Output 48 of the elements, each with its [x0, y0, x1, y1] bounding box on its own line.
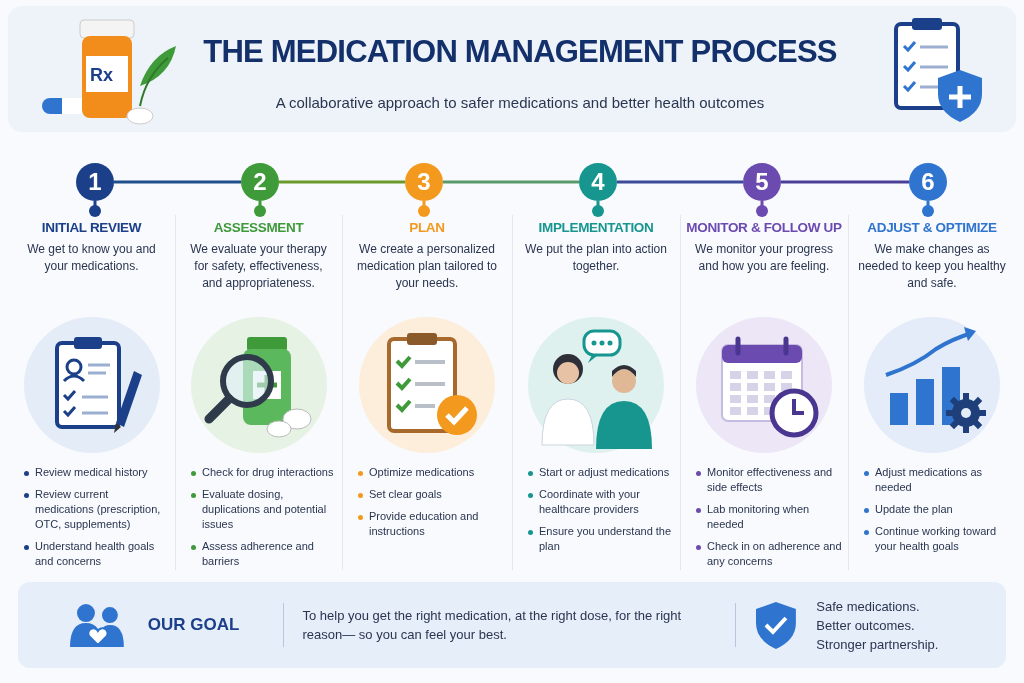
connector-line	[254, 201, 266, 217]
bullet-text: Start or adjust medications	[539, 465, 670, 480]
connector-line	[279, 180, 405, 184]
step-heading: ADJUST & OPTIMIZE	[867, 219, 997, 237]
step-heading: ASSESSMENT	[213, 219, 304, 237]
bullet-text: Lab monitoring when needed	[707, 502, 811, 532]
bullet-text: Assess adherence and barriers	[202, 539, 315, 569]
goal-heading: OUR GOAL	[147, 614, 240, 637]
step-heading: INITIAL REVIEW	[41, 219, 142, 237]
connector-line	[418, 201, 430, 217]
bullet-text: Monitor effectiveness and side effects	[707, 465, 834, 495]
title: THE MEDICATION MANAGEMENT PROCESS	[202, 33, 838, 71]
bullet-text: Check in on adherence and any concerns	[707, 539, 842, 569]
bullet-text: Coordinate with your healthcare providers	[539, 487, 641, 517]
step-description: We make changes as needed to keep you healthy and safe.	[857, 241, 1007, 292]
connector-line	[114, 180, 241, 184]
bullet-text: Update the plan	[875, 502, 953, 517]
goal-tagline: Safe medications. Better outcomes. Stronger partnership.	[816, 597, 940, 654]
bullet-text: Review current medications (prescription, OTC, supplements)	[35, 487, 162, 532]
connector-line	[443, 180, 579, 184]
bullet-text: Provide education and instructions	[369, 509, 480, 539]
bullet-text: Evaluate dosing, duplications and potential issues	[202, 487, 328, 532]
step-description: We get to know you and your medications.	[26, 241, 157, 275]
goal-statement: To help you get the right medication, at the right dose, for the right reason— so you can feel your best.	[302, 607, 683, 644]
rx-label: Rx	[90, 64, 113, 87]
step-description: We evaluate your therapy for safety, effectiveness, and appropriateness.	[189, 241, 328, 292]
bullet-text: Ensure you understand the plan	[539, 524, 673, 554]
subtitle: A collaborative approach to safer medications and better health outcomes	[274, 93, 766, 113]
bullet-text: Adjust medications as needed	[875, 465, 983, 495]
bullet-text: Set clear goals	[369, 487, 442, 502]
step-heading: IMPLEMENTATION	[538, 219, 654, 237]
step-description: We create a personalized medication plan tailored to your needs.	[355, 241, 499, 292]
goal-banner	[18, 582, 1006, 668]
connector-line	[781, 180, 909, 184]
bullet-text: Continue working toward your health goals	[875, 524, 998, 554]
connector-line	[592, 201, 604, 217]
step-heading: PLAN	[409, 219, 445, 237]
bullet-text: Understand health goals and concerns	[35, 539, 156, 569]
step-heading: MONITOR & FOLLOW UP	[686, 219, 842, 237]
bullet-text: Optimize medications	[369, 465, 475, 480]
step-description: We monitor your progress and how you are feeling.	[694, 241, 834, 275]
connector-line	[756, 201, 768, 217]
step-description: We put the plan into action together.	[524, 241, 668, 275]
connector-line	[89, 201, 101, 217]
connector-line	[617, 180, 743, 184]
connector-line	[922, 201, 934, 217]
bullet-text: Check for drug interactions	[202, 465, 334, 480]
bullet-text: Review medical history	[35, 465, 148, 480]
